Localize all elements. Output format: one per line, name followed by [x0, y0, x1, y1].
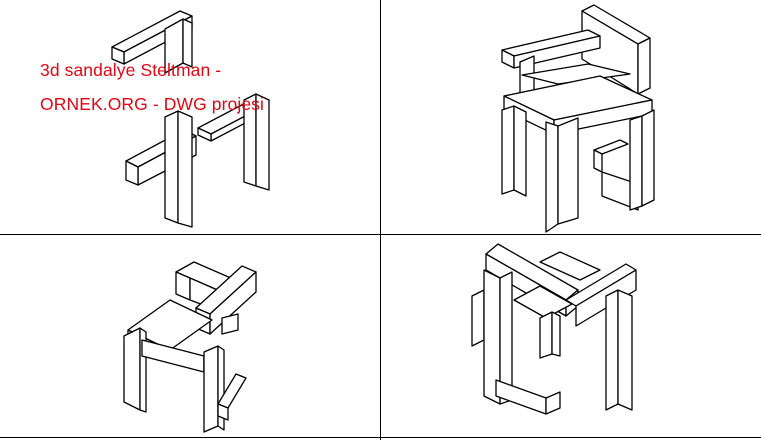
title-line-1[interactable]: 3d sandalye Steltman -	[40, 60, 222, 80]
chair-view-top-right	[501, 4, 655, 233]
title-line-2[interactable]: ORNEK.ORG - DWG projesi	[40, 94, 264, 114]
chair-view-top-left	[111, 10, 270, 228]
chair-view-bottom-left	[123, 261, 257, 433]
chair-view-bottom-right	[471, 243, 637, 415]
